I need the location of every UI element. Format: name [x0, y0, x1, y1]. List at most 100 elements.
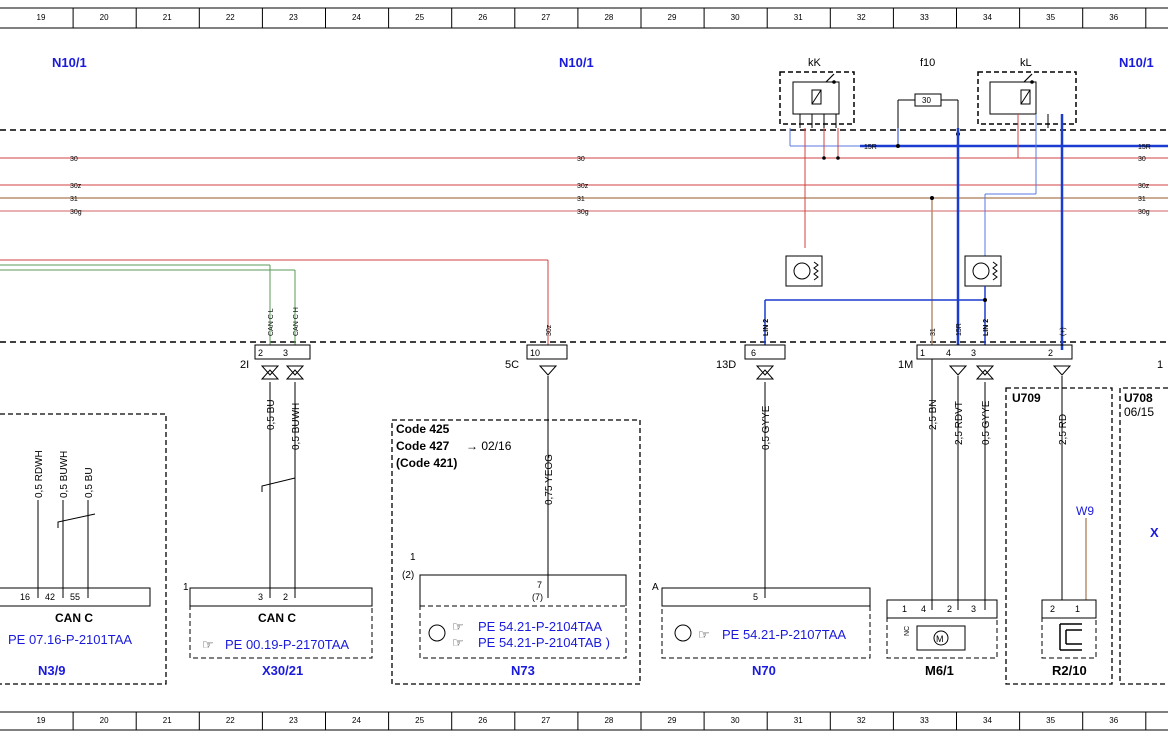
wire-label-rdvt: 2,5 RDVT — [954, 401, 965, 445]
pin-label-lin2-a: LIN 2 — [763, 319, 770, 336]
component-m6-1: 1 4 2 3 NC M M6/1 — [886, 599, 998, 678]
ruler-column-label: 31 — [794, 13, 803, 22]
ruler-column-label: 32 — [857, 716, 866, 725]
component-n70: A 5 ☞ PE 54.21-P-2107TAA N70 — [652, 582, 871, 678]
code-427-date: → 02/16 — [466, 439, 512, 453]
ruler-column-label: 22 — [226, 716, 235, 725]
n3-9-bus-label: CAN C — [55, 611, 93, 625]
wire-label-rdwh: 0,5 RDWH — [34, 450, 45, 498]
n3-9-pin-42: 42 — [45, 592, 55, 602]
m6-1-pin-2: 2 — [947, 604, 952, 614]
module-label-center: N10/1 — [559, 55, 594, 70]
ruler-column-label: 35 — [1046, 13, 1055, 22]
rail-30z-label-right: 30z — [1138, 183, 1150, 190]
n73-name: N73 — [511, 663, 535, 678]
n73-ref-link-2[interactable]: PE 54.21-P-2104TAB ) — [478, 635, 610, 650]
ruler-column-label: 36 — [1109, 716, 1118, 725]
pin-label-lin2-b: LIN 2 — [983, 319, 990, 336]
connector-5c: 5C 10 — [505, 344, 568, 376]
n73-index-2: (2) — [402, 570, 414, 581]
motor-icon — [933, 630, 949, 646]
ruler-column-label: 27 — [541, 13, 550, 22]
fuse-value: 30 — [922, 96, 931, 105]
ruler-column-label: 28 — [604, 13, 613, 22]
u709-label: U709 — [1012, 391, 1041, 405]
ruler-column-label: 30 — [731, 13, 740, 22]
connector-13d: 13D 6 — [716, 344, 786, 380]
ruler-column-label: 24 — [352, 716, 361, 725]
connector-5c-pin-10: 10 — [530, 348, 540, 358]
wires-lower — [37, 359, 1087, 610]
ruler-column-label: 29 — [668, 13, 677, 22]
ruler-column-label: 34 — [983, 716, 992, 725]
rail-31-label-left: 31 — [70, 196, 78, 203]
u708-partial-label: X — [1150, 525, 1159, 540]
relay-kl: kL — [977, 57, 1077, 350]
ruler-column-label: 32 — [857, 13, 866, 22]
ruler-column-label: 22 — [226, 13, 235, 22]
n70-name: N70 — [752, 663, 776, 678]
pin-label-30z: 30z — [546, 324, 553, 336]
ruler-column-label: 33 — [920, 716, 929, 725]
n3-9-pin-16: 16 — [20, 592, 30, 602]
transistor-icon — [428, 624, 446, 642]
m6-1-name: M6/1 — [925, 663, 954, 678]
wires-upper — [0, 128, 1002, 345]
ruler-column-label: 28 — [604, 716, 613, 725]
m6-1-nc: NC — [904, 626, 911, 636]
ruler-column-label: 21 — [163, 13, 172, 22]
connector-2i-pin-3: 3 — [283, 348, 288, 358]
ruler-column-label: 33 — [920, 13, 929, 22]
rail-31-label-center: 31 — [577, 196, 585, 203]
ruler-column-label: 20 — [100, 716, 109, 725]
fuse-f10: f10 30 — [896, 57, 960, 148]
pin-label-can-c-h: CAN C H — [293, 307, 300, 336]
wire-labels: 0,5 RDWH 0,5 BUWH 0,5 BU 0,5 BU 0,5 BUWH… — [34, 399, 1069, 505]
rail-30z-label-center: 30z — [577, 183, 589, 190]
u708-label: U708 — [1124, 391, 1153, 405]
wire-label-buwh-left: 0,5 BUWH — [59, 451, 70, 498]
ruler-column-label: 25 — [415, 716, 424, 725]
ground-w9: W9 — [1076, 504, 1094, 518]
n70-ref-link[interactable]: PE 54.21-P-2107TAA — [722, 627, 846, 642]
rail-30-label-left: 30 — [70, 156, 78, 163]
rail-30-label-right: 30 — [1138, 156, 1146, 163]
code-427: Code 427 — [396, 439, 450, 453]
rail-30g-label-left: 30g — [70, 209, 82, 216]
connector-right-index: 1 — [1157, 359, 1163, 371]
r2-10-name: R2/10 — [1052, 663, 1087, 678]
n73-ref-link-1[interactable]: PE 54.21-P-2104TAA — [478, 619, 602, 634]
x30-21-pin-2: 2 — [283, 592, 288, 602]
component-n3-9: 16 42 55 CAN C PE 07.16-P-2101TAA N3/9 — [0, 413, 167, 685]
top-ruler: 19202122232425262728293031323334353637 — [0, 7, 1168, 29]
connector-1m: 1M 1 4 3 2 — [898, 344, 1073, 380]
pin-label-31: 31 — [930, 328, 937, 336]
ruler-column-label: 20 — [100, 13, 109, 22]
connector-13d-pin-6: 6 — [751, 348, 756, 358]
n3-9-ref-link[interactable]: PE 07.16-P-2101TAA — [8, 632, 132, 647]
n73-index-1: 1 — [410, 552, 416, 563]
wire-label-gyye-2: 0,5 GYYE — [981, 400, 992, 445]
x30-21-ref-link[interactable]: PE 00.19-P-2170TAA — [225, 637, 349, 652]
ruler-column-label: 27 — [541, 716, 550, 725]
ruler-column-label: 35 — [1046, 716, 1055, 725]
wire-label-rd: 2,5 RD — [1058, 414, 1069, 445]
code-425: Code 425 — [396, 422, 450, 436]
u708-date: 06/15 — [1124, 405, 1154, 419]
pin-label-can-c-l: CAN C L — [268, 308, 275, 336]
relay-kl-label: kL — [1020, 57, 1032, 69]
wire-label-bu: 0,5 BU — [266, 399, 277, 430]
wire-label-bn: 2,5 BN — [928, 399, 939, 430]
pin-label-15r: 15R — [956, 323, 963, 336]
connector-1m-pin-3: 3 — [971, 348, 976, 358]
m6-1-pin-1: 1 — [902, 604, 907, 614]
code-421: (Code 421) — [396, 456, 457, 470]
r2-10-pin-1: 1 — [1075, 604, 1080, 614]
x30-21-index: 1 — [183, 582, 189, 593]
rail-30-label-center: 30 — [577, 156, 585, 163]
fuse-label: f10 — [920, 57, 935, 69]
rail-30g-label-center: 30g — [577, 209, 589, 216]
rail-15r-label-right: 15R — [1138, 144, 1151, 151]
pin-labels: CAN C L CAN C H 30z LIN 2 31 15R LIN 2 (… — [268, 307, 1067, 336]
